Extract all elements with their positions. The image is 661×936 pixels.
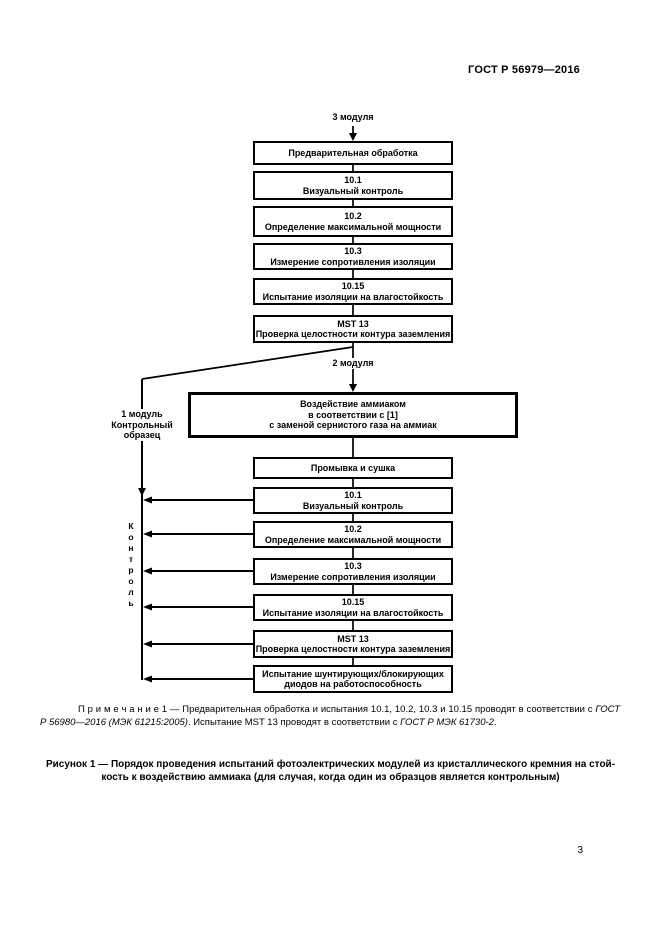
note-text: П р и м е ч а н и е 1 — Предварительная … [78, 704, 596, 715]
flow-box-line: Испытание шунтирующих/блокирующих [262, 668, 444, 679]
flow-box-10-15-wet-leakage: 10.15 Испытание изоляции на влагостойкос… [253, 278, 453, 305]
flow-box-line: 10.1 [344, 490, 362, 500]
note-1: П р и м е ч а н и е 1 — Предварительная … [40, 703, 620, 729]
flow-box-line: Визуальный контроль [302, 500, 404, 511]
label-control-sample-line2: Контрольный [111, 419, 173, 430]
page-number: 3 [577, 845, 583, 856]
flow-box-line: 10.1 [344, 175, 362, 185]
flow-box-line: 10.2 [344, 211, 362, 221]
flow-box-line: с заменой сернистого газа на аммиак [269, 420, 437, 431]
flow-box-line: MST 13 [337, 633, 369, 644]
flow-box-mst13-ground-continuity: MST 13 Проверка целостности контура зазе… [253, 315, 453, 343]
flow-box-line: Визуальный контроль [302, 185, 404, 196]
flow-box-line: Воздействие аммиаком [300, 399, 406, 410]
flow-box-mst13-ground-continuity-post: MST 13 Проверка целостности контура зазе… [253, 630, 453, 658]
flow-box-line: Испытание изоляции на влагостойкость [262, 291, 444, 302]
flow-box-line: Промывка и сушка [310, 462, 396, 473]
label-control-sample: 1 модуль Контрольный образец [100, 409, 184, 441]
flow-box-line: 10.15 [341, 597, 365, 607]
flow-box-10-15-wet-leakage-post: 10.15 Испытание изоляции на влагостойкос… [253, 594, 453, 621]
flow-box-line: Определение максимальной мощности [264, 534, 442, 545]
flow-box-10-3-insulation-resistance-post: 10.3 Измерение сопротивления изоляции [253, 558, 453, 585]
label-three-modules: 3 модуля [313, 112, 393, 123]
flow-box-line: 10.3 [344, 561, 362, 571]
figure-caption-line1: Рисунок 1 — Порядок проведения испытаний… [45, 759, 616, 770]
doc-number: ГОСТ Р 56979—2016 [468, 64, 580, 76]
flow-box-diode-test: Испытание шунтирующих/блокирующих диодов… [253, 665, 453, 693]
flow-box-10-1-visual-inspection-post: 10.1 Визуальный контроль [253, 487, 453, 514]
flow-box-line: 10.3 [344, 246, 362, 256]
figure-caption-line2: кость к воздействию аммиака (для случая,… [101, 772, 560, 783]
label-two-modules: 2 модуля [313, 358, 393, 369]
figure-caption: Рисунок 1 — Порядок проведения испытаний… [45, 758, 616, 784]
flow-box-line: 10.15 [341, 281, 365, 291]
flow-box-line: Проверка целостности контура заземления [255, 644, 451, 654]
flow-box-wash-dry: Промывка и сушка [253, 457, 453, 479]
flow-box-10-2-max-power: 10.2 Определение максимальной мощности [253, 206, 453, 237]
flow-box-line: Измерение сопротивления изоляции [270, 256, 436, 267]
flow-box-line: в соответствии с [1] [308, 409, 398, 420]
note-text: . Испытание MST 13 проводят в соответств… [187, 717, 401, 728]
label-control-sample-line3: образец [123, 430, 161, 440]
flow-box-line: диодов на работоспособность [284, 679, 422, 689]
flow-box-line: Измерение сопротивления изоляции [270, 571, 436, 582]
flow-box-ammonia-exposure: Воздействие аммиаком в соответствии с [1… [188, 392, 518, 438]
note-text: . [493, 717, 497, 728]
flow-box-line: 10.2 [344, 524, 362, 534]
label-control-sample-line1: 1 модуль [121, 409, 163, 419]
flow-box-line: Предварительная обработка [288, 147, 418, 158]
flow-box-line: Определение максимальной мощности [264, 221, 442, 232]
flow-box-line: MST 13 [337, 318, 369, 329]
note-ref-gost-56980: ГОСТ Р 56980—2016 (МЭК 61215:2005) [40, 704, 620, 728]
note-ref-gost-61730: ГОСТ Р МЭК 61730-2 [400, 717, 494, 728]
flow-box-10-2-max-power-post: 10.2 Определение максимальной мощности [253, 521, 453, 548]
flow-box-10-1-visual-inspection: 10.1 Визуальный контроль [253, 171, 453, 200]
flow-box-line: Испытание изоляции на влагостойкость [262, 607, 444, 618]
flow-box-pretreatment: Предварительная обработка [253, 141, 453, 165]
flow-box-line: Проверка целостности контура заземления [255, 329, 451, 339]
flow-box-10-3-insulation-resistance: 10.3 Измерение сопротивления изоляции [253, 243, 453, 270]
